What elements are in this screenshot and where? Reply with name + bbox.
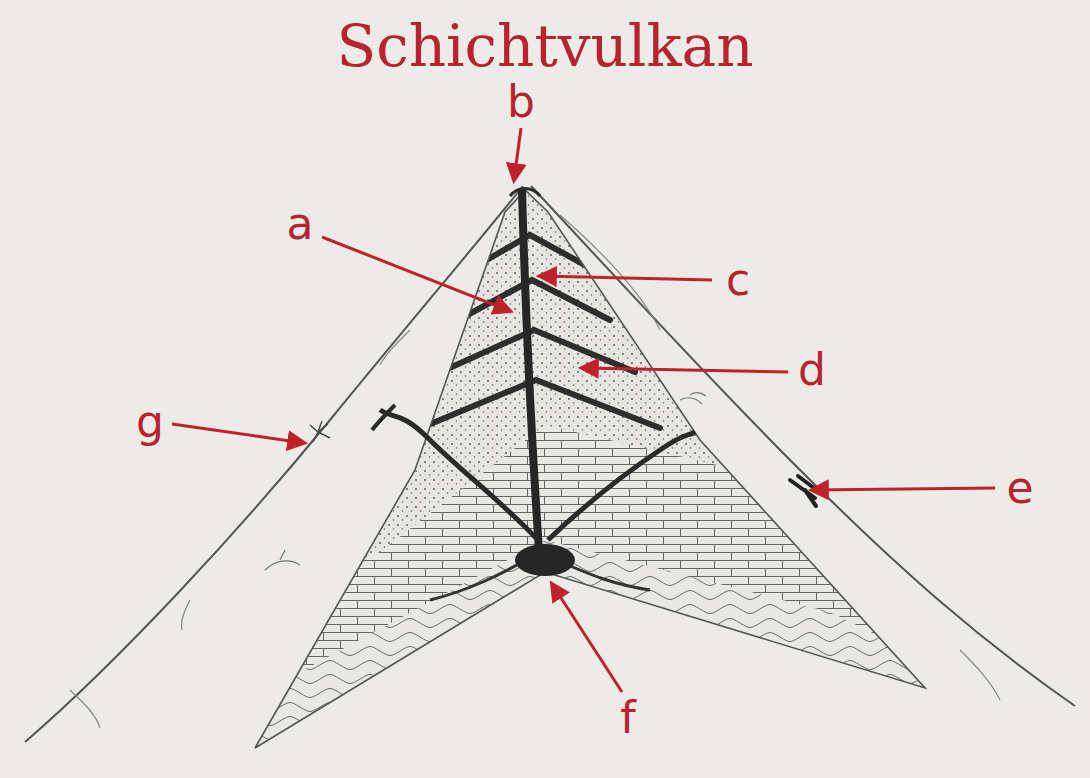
title: Schichtvulkan: [336, 17, 753, 75]
slope-sketch: [70, 690, 100, 728]
leader-arrow: [582, 368, 788, 372]
leader-arrow: [540, 276, 712, 280]
callout-letter: d: [798, 348, 826, 392]
callout-letter: g: [136, 400, 164, 444]
main-vent: [522, 190, 540, 565]
slope-sketch: [182, 600, 190, 630]
magma-chamber: [515, 544, 575, 576]
leader-arrow: [812, 488, 995, 490]
crater: [510, 189, 540, 197]
callout-letter: f: [620, 696, 636, 740]
tephra-layer: [0, 0, 1090, 720]
slope-sketch: [960, 650, 1000, 700]
callout-letter: e: [1006, 466, 1033, 510]
callout-letter: a: [287, 202, 314, 246]
callout-letter: c: [726, 258, 750, 302]
leader-arrow: [322, 237, 510, 311]
limestone-layer: [0, 0, 1090, 760]
side-dike: [548, 432, 695, 540]
callout-letter: b: [507, 80, 535, 124]
leader-arrow: [514, 128, 521, 180]
slope-sketch: [265, 550, 300, 570]
slope-sketch: [380, 330, 410, 365]
leader-arrow: [172, 424, 304, 443]
section-outline: [255, 190, 925, 748]
leader-arrow: [552, 584, 622, 692]
leader-arrows: [172, 128, 995, 692]
fissure: [310, 421, 330, 442]
side-vent: [372, 405, 395, 430]
slope-sketch: [680, 393, 706, 404]
side-dike: [380, 410, 538, 540]
